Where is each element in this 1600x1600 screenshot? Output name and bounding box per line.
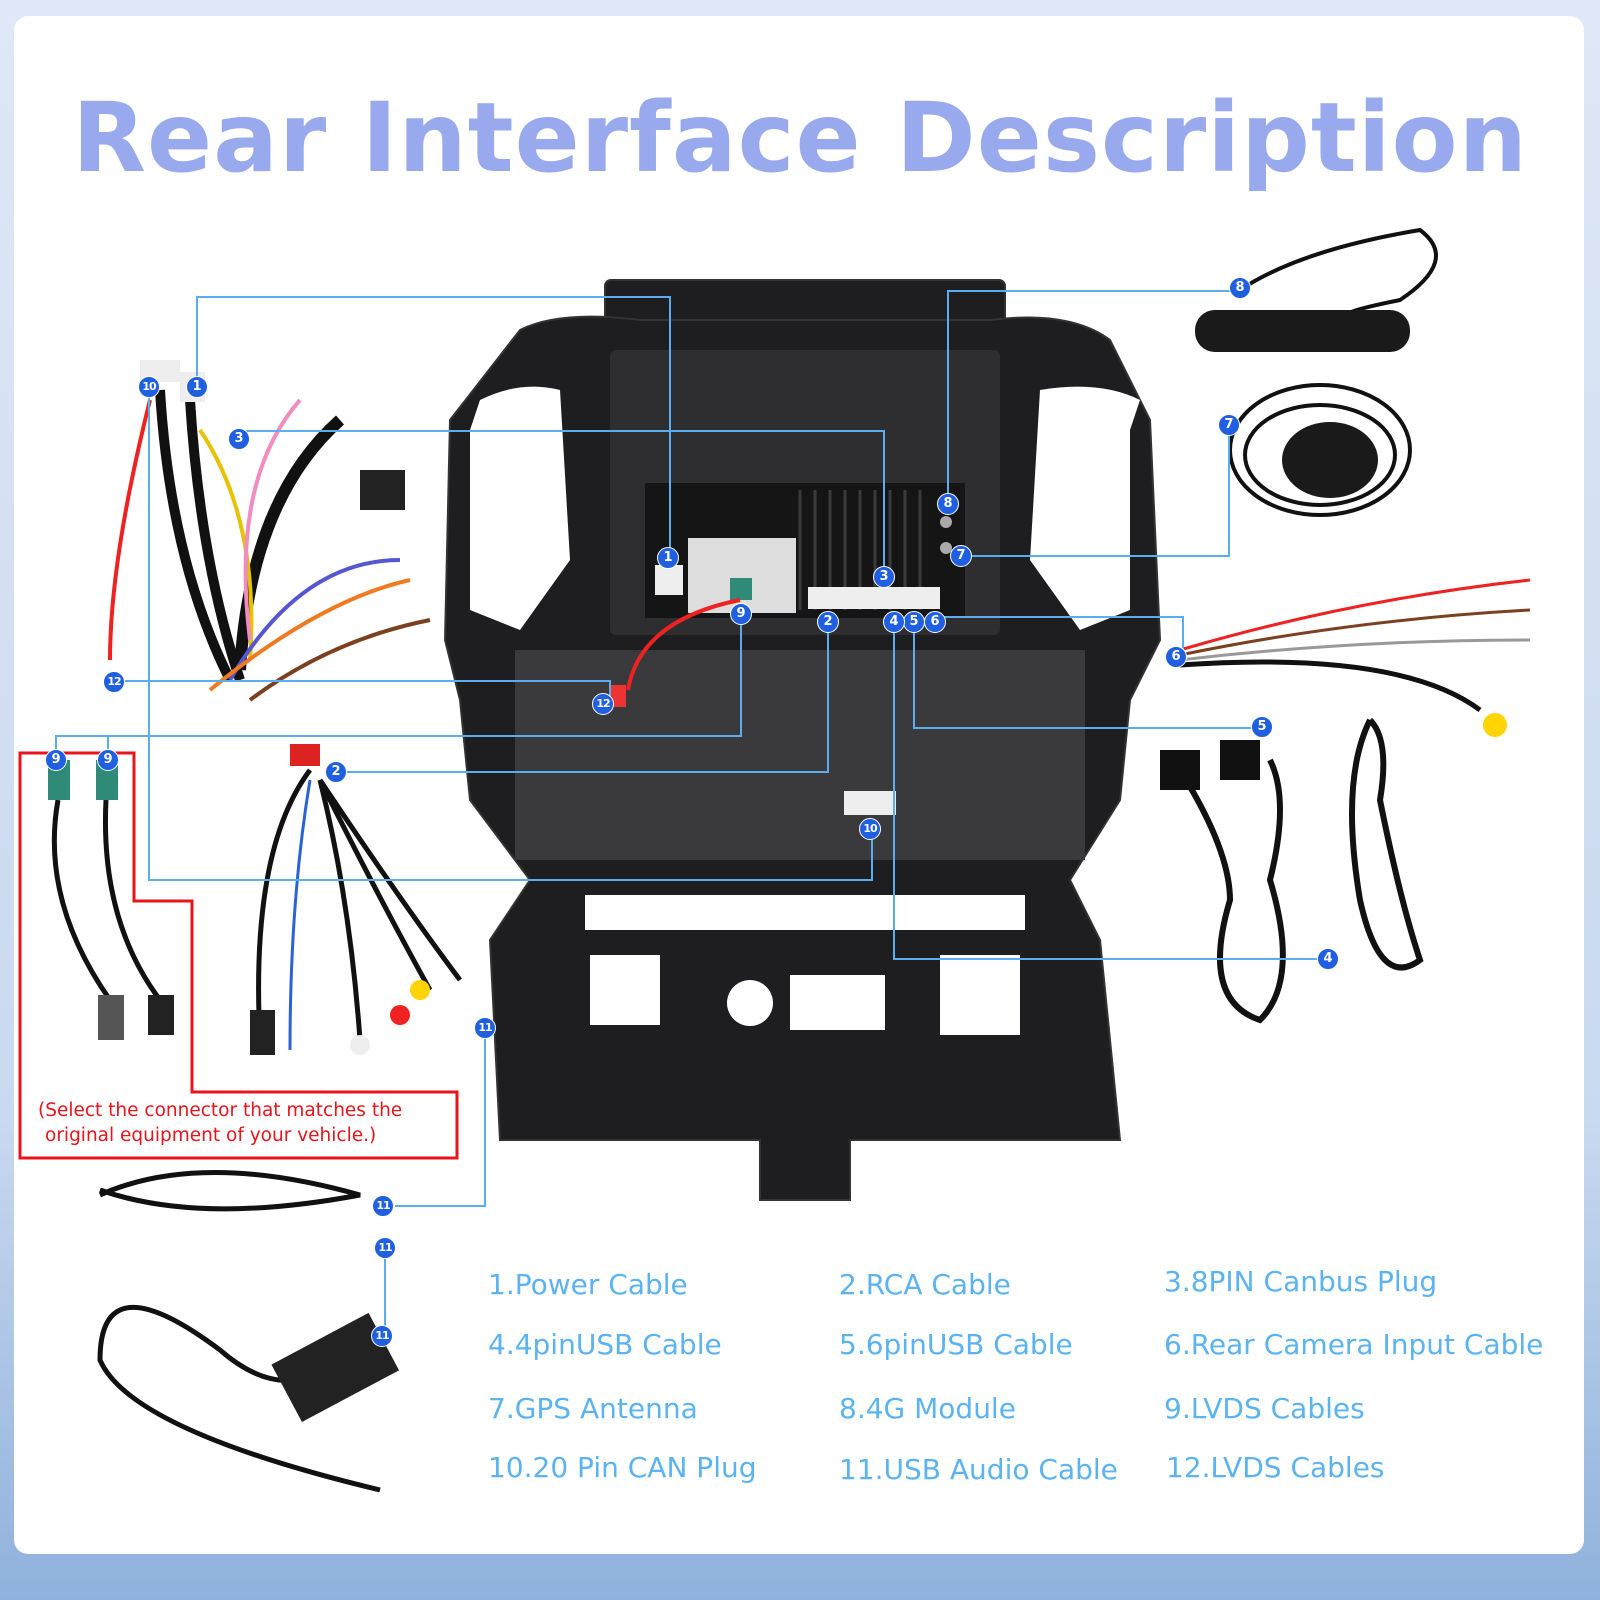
badge-10: 10 [138, 376, 160, 398]
leader-10 [148, 389, 873, 881]
badge-9: 9 [45, 749, 67, 771]
note-line-2: original equipment of your vehicle.) [45, 1125, 377, 1146]
leader-6 [935, 616, 1184, 657]
badge-8: 8 [937, 493, 959, 515]
legend-item: 6.Rear Camera Input Cable [1164, 1328, 1544, 1361]
badge-4: 4 [883, 611, 905, 633]
port-power [655, 565, 683, 595]
lvds-cables [51, 799, 163, 1002]
leader-4 [893, 622, 1328, 960]
port-row [808, 587, 940, 609]
badge-5: 5 [1251, 716, 1273, 738]
badge-1: 1 [186, 376, 208, 398]
legend-item: 7.GPS Antenna [488, 1392, 698, 1425]
badge-2: 2 [325, 761, 347, 783]
legend-item: 4.4pinUSB Cable [488, 1328, 722, 1361]
badge-7: 7 [950, 545, 972, 567]
4g-module [1238, 227, 1438, 322]
lower-bracket-openings [585, 895, 1025, 1035]
badge-11: 11 [374, 1237, 396, 1259]
badge-10: 10 [859, 818, 881, 840]
usb-cables [1177, 717, 1424, 1024]
legend-item: 5.6pinUSB Cable [839, 1328, 1073, 1361]
badge-5: 5 [903, 611, 925, 633]
note-line-1: (Select the connector that matches the [38, 1100, 403, 1121]
selection-highlight-box [18, 751, 459, 1160]
lvds-socket [730, 578, 752, 600]
badge-2: 2 [817, 611, 839, 633]
badge-6: 6 [924, 611, 946, 633]
legend-item: 11.USB Audio Cable [839, 1453, 1118, 1486]
leader-9 [55, 614, 742, 760]
badge-12: 12 [592, 693, 614, 715]
badge-6: 6 [1165, 646, 1187, 668]
badge-3: 3 [873, 566, 895, 588]
legend-item: 9.LVDS Cables [1164, 1392, 1365, 1425]
badge-1: 1 [657, 547, 679, 569]
power-harness [108, 389, 431, 702]
leader-2 [346, 622, 829, 773]
leader-5 [913, 622, 1262, 729]
badge-12: 12 [103, 671, 125, 693]
badge-11: 11 [372, 1195, 394, 1217]
connector-note: (Select the connector that matches the o… [38, 1098, 402, 1148]
badge-4: 4 [1317, 948, 1339, 970]
rca-harness [256, 768, 463, 1051]
badge-3: 3 [228, 428, 250, 450]
board-label [688, 538, 796, 613]
legend-item: 2.RCA Cable [839, 1268, 1011, 1301]
rear-camera-cable [1179, 578, 1531, 713]
badge-7: 7 [1218, 414, 1240, 436]
badge-9: 9 [97, 749, 119, 771]
leader-7 [961, 425, 1230, 557]
frame-window-right [1030, 386, 1140, 630]
badge-8: 8 [1229, 277, 1251, 299]
leader-11 [395, 1028, 486, 1207]
leader-1 [196, 296, 671, 557]
badge-11: 11 [474, 1017, 496, 1039]
legend-item: 1.Power Cable [488, 1268, 688, 1301]
badge-9: 9 [730, 603, 752, 625]
port-can-20pin [844, 791, 896, 815]
frame-window-left [470, 386, 570, 630]
legend-item: 3.8PIN Canbus Plug [1164, 1265, 1438, 1298]
legend-item: 12.LVDS Cables [1166, 1451, 1385, 1484]
legend-item: 8.4G Module [839, 1392, 1016, 1425]
legend-item: 10.20 Pin CAN Plug [488, 1451, 757, 1484]
leader-8 [947, 290, 1240, 504]
badge-11: 11 [371, 1325, 393, 1347]
lvds-red-wire [626, 598, 741, 691]
page-title: Rear Interface Description [72, 82, 1528, 194]
